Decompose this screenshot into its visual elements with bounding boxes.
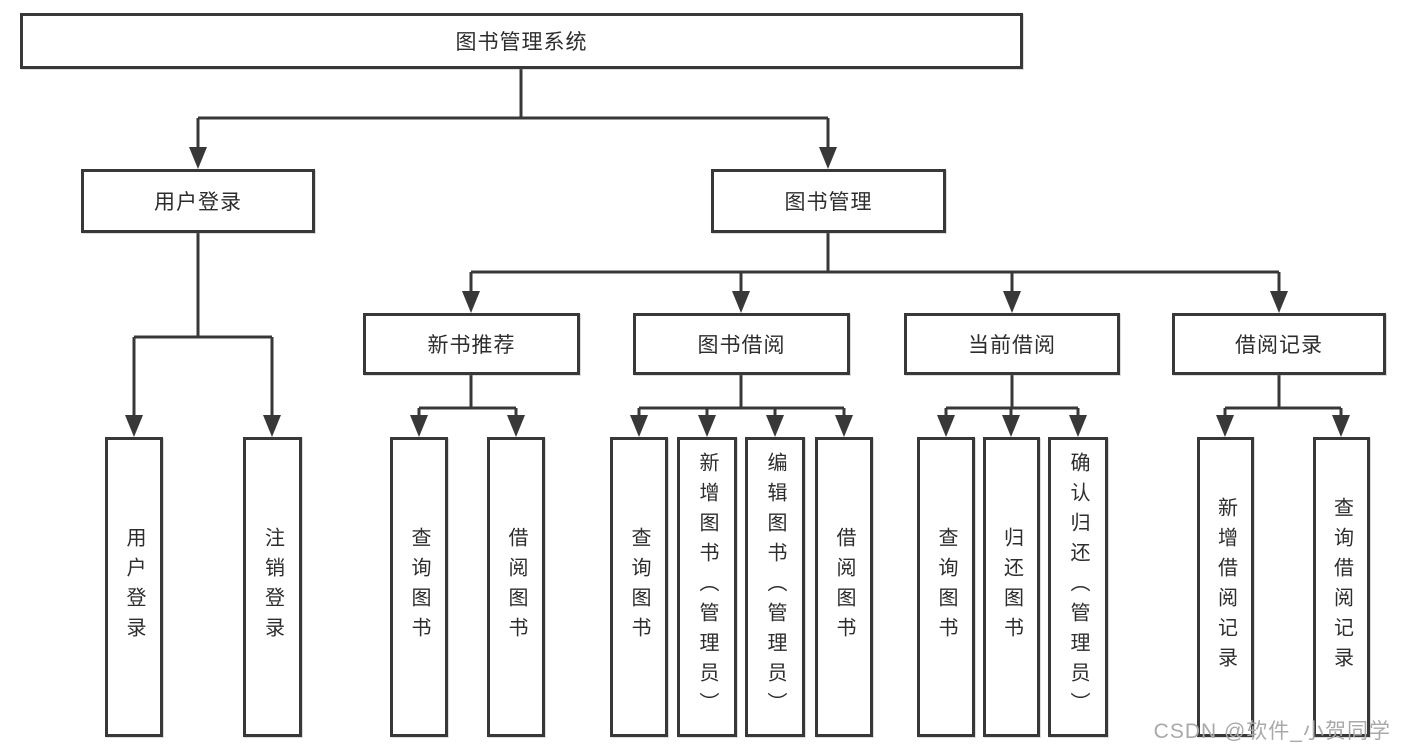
node-label: 当前借阅: [968, 334, 1056, 357]
node-user-login-action: 用户登录: [105, 437, 163, 737]
node-label: 查询借阅记录: [1330, 497, 1353, 677]
node-label: 借阅图书: [833, 527, 855, 647]
node-borrow-books-action: 借阅图书: [815, 437, 873, 737]
connector-root-to-level2: [196, 69, 830, 150]
node-book-borrowing: 图书借阅: [633, 313, 850, 375]
node-label: 确认归还（管理员）: [1067, 452, 1089, 722]
node-label: 用户登录: [123, 527, 145, 647]
node-user-login: 用户登录: [81, 169, 315, 233]
node-borrowing-records: 借阅记录: [1172, 313, 1386, 375]
node-label: 归还图书: [1000, 527, 1023, 647]
node-label: 图书管理系统: [455, 31, 588, 54]
connector-borrow-records-children: [1223, 375, 1343, 418]
csdn-watermark: CSDN @软件_小贺同学: [1153, 720, 1391, 743]
node-label: 新书推荐: [427, 334, 516, 357]
node-book-management: 图书管理: [711, 169, 946, 233]
node-current-borrowing: 当前借阅: [904, 313, 1120, 375]
node-label: 借阅记录: [1235, 334, 1323, 357]
node-label: 查询图书: [935, 527, 957, 647]
node-label: 借阅图书: [505, 527, 527, 647]
node-query-borrow-record: 查询借阅记录: [1313, 437, 1370, 737]
node-return-books: 归还图书: [983, 437, 1040, 737]
node-label: 查询图书: [628, 527, 650, 647]
connector-current-borrow-children: [944, 375, 1080, 418]
connector-new-book-children: [417, 375, 518, 418]
node-query-books-borrow: 查询图书: [610, 437, 668, 737]
node-label: 注销登录: [261, 527, 284, 647]
node-label: 图书借阅: [697, 334, 786, 357]
connector-book-mgmt-children: [469, 233, 1281, 294]
node-new-book-recommendation: 新书推荐: [363, 313, 580, 375]
node-label: 查询图书: [408, 527, 430, 647]
node-confirm-return-admin: 确认归还（管理员）: [1048, 437, 1108, 737]
node-edit-books-admin: 编辑图书（管理员）: [745, 437, 805, 737]
node-label: 编辑图书（管理员）: [764, 452, 786, 722]
node-add-borrow-record: 新增借阅记录: [1197, 437, 1254, 737]
connector-user-login-children: [132, 233, 274, 418]
node-query-books-current: 查询图书: [917, 437, 975, 737]
node-label: 图书管理: [784, 191, 873, 214]
connector-book-borrow-children: [637, 375, 846, 418]
node-label: 用户登录: [154, 191, 242, 214]
node-query-books-recommend: 查询图书: [390, 437, 448, 737]
node-label: 新增借阅记录: [1214, 497, 1237, 677]
node-label: 新增图书（管理员）: [696, 452, 718, 722]
node-add-books-admin: 新增图书（管理员）: [677, 437, 737, 737]
node-borrow-books-recommend: 借阅图书: [487, 437, 545, 737]
node-logout: 注销登录: [243, 437, 302, 737]
node-library-management-system: 图书管理系统: [20, 13, 1023, 69]
